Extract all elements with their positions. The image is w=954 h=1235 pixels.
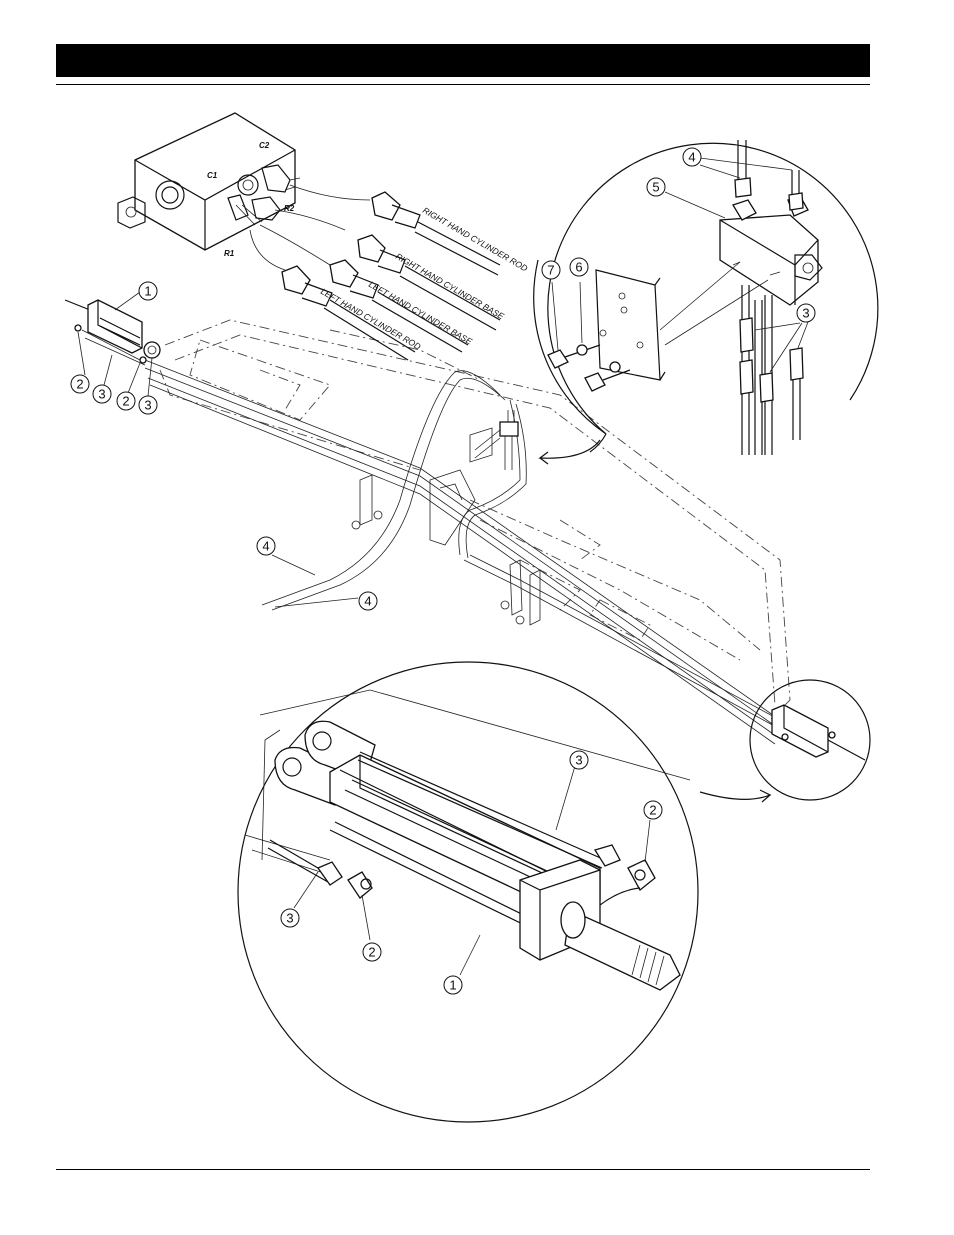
callout-detail-valve-5: 5 (647, 178, 665, 196)
implement-frame (145, 320, 790, 744)
svg-text:1: 1 (449, 978, 456, 993)
callout-left-cyl-3a: 3 (93, 385, 111, 403)
port-label-c1: C1 (207, 171, 218, 180)
callout-detail-cyl-2a: 2 (644, 801, 662, 819)
callout-detail-cyl-2b: 2 (363, 943, 381, 961)
svg-text:1: 1 (144, 284, 151, 299)
svg-text:3: 3 (98, 387, 105, 402)
port-label-c2: C2 (259, 141, 270, 150)
valve-block (118, 113, 300, 250)
callout-left-cyl-2b: 2 (117, 392, 135, 410)
callout-detail-valve-3: 3 (797, 304, 815, 322)
callout-detail-valve-7: 7 (542, 261, 560, 279)
svg-text:2: 2 (368, 945, 375, 960)
svg-text:2: 2 (649, 803, 656, 818)
callout-left-cyl-1: 1 (139, 282, 157, 300)
hose-label-lh-rod: LEFT HAND CYLINDER ROD (319, 286, 423, 352)
callout-frame-hose-4b: 4 (359, 592, 377, 610)
callout-frame-hose-4a: 4 (257, 537, 275, 555)
callout-detail-valve-4: 4 (683, 148, 701, 166)
svg-text:3: 3 (144, 398, 151, 413)
svg-text:7: 7 (547, 263, 554, 278)
callouts: 1 2 3 2 3 4 5 7 6 3 4 4 3 2 3 2 1 (71, 148, 815, 994)
callout-detail-valve-6: 6 (570, 258, 588, 276)
left-cylinder (65, 300, 160, 365)
svg-text:3: 3 (802, 306, 809, 321)
svg-text:2: 2 (76, 377, 83, 392)
callout-detail-cyl-3a: 3 (570, 751, 588, 769)
callout-left-cyl-3b: 3 (139, 396, 157, 414)
svg-text:3: 3 (286, 911, 293, 926)
svg-text:6: 6 (575, 260, 582, 275)
svg-text:4: 4 (364, 594, 371, 609)
svg-text:5: 5 (652, 180, 659, 195)
svg-text:4: 4 (262, 539, 269, 554)
svg-text:2: 2 (122, 394, 129, 409)
svg-text:4: 4 (688, 150, 695, 165)
callout-left-cyl-2a: 2 (71, 375, 89, 393)
callout-detail-cyl-3b: 3 (281, 909, 299, 927)
callout-detail-cyl-1: 1 (444, 976, 462, 994)
port-label-r1: R1 (224, 249, 235, 258)
cylinder-detail (238, 662, 698, 1122)
valve-mount-detail (534, 140, 878, 464)
right-cylinder-detail-small (700, 680, 870, 802)
svg-text:3: 3 (575, 753, 582, 768)
